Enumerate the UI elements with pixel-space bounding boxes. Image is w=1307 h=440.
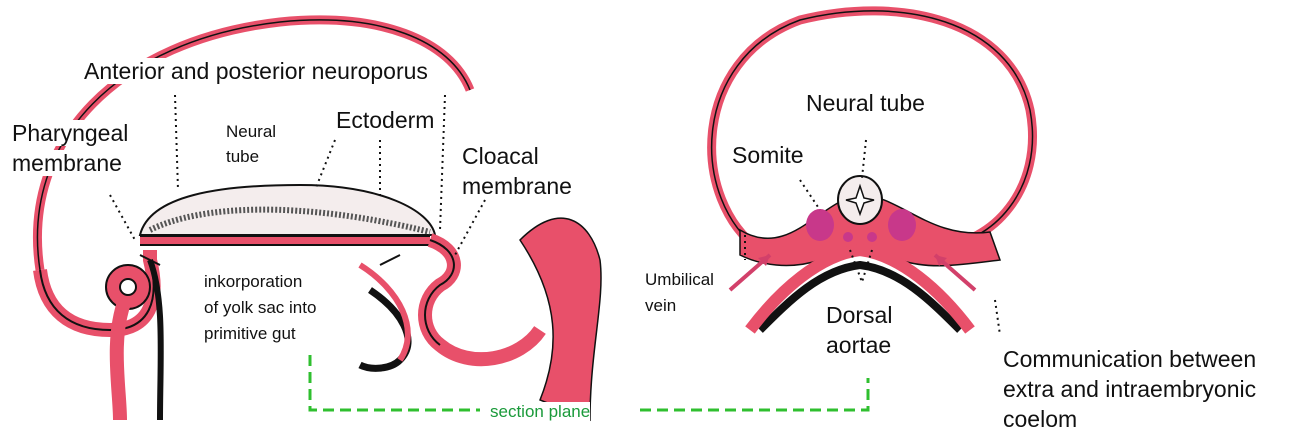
label-dorsal-aortae-line2: aortae xyxy=(826,332,891,358)
cloacal-region xyxy=(425,240,540,359)
label-umbilical-vein-line1: Umbilical xyxy=(645,270,714,290)
label-anterior-posterior-neuroporus: Anterior and posterior neuroporus xyxy=(84,58,428,84)
connecting-stalk xyxy=(520,218,601,420)
label-somite: Somite xyxy=(732,142,804,168)
label-communication-line1: Communication between xyxy=(1003,346,1256,372)
label-cloacal-membrane-line1: Cloacal xyxy=(462,143,539,169)
somite-right xyxy=(888,209,916,241)
label-neural-tube: Neural tube xyxy=(806,90,925,116)
label-ectoderm: Ectoderm xyxy=(336,107,434,133)
somite-left xyxy=(806,209,834,241)
label-inkorporation-line1: inkorporation xyxy=(204,272,302,292)
label-inkorporation-line3: primitive gut xyxy=(204,324,296,344)
label-communication-line2: extra and intraembryonic xyxy=(1003,376,1256,402)
label-cloacal-membrane-line2: membrane xyxy=(462,173,572,199)
label-pharyngeal-membrane-line1: Pharyngeal xyxy=(12,120,128,146)
label-inkorporation-line2: of yolk sac into xyxy=(204,298,316,318)
label-section-plane: section plane xyxy=(490,402,590,422)
label-dorsal-aortae-line1: Dorsal xyxy=(826,302,892,328)
label-communication-line3: coelom xyxy=(1003,406,1077,432)
label-neural-tube-small-line2: tube xyxy=(226,147,259,167)
transverse-section xyxy=(712,11,1033,335)
label-neural-tube-small-line1: Neural xyxy=(226,122,276,142)
label-pharyngeal-membrane-line2: membrane xyxy=(12,150,122,176)
label-umbilical-vein-line2: vein xyxy=(645,296,676,316)
